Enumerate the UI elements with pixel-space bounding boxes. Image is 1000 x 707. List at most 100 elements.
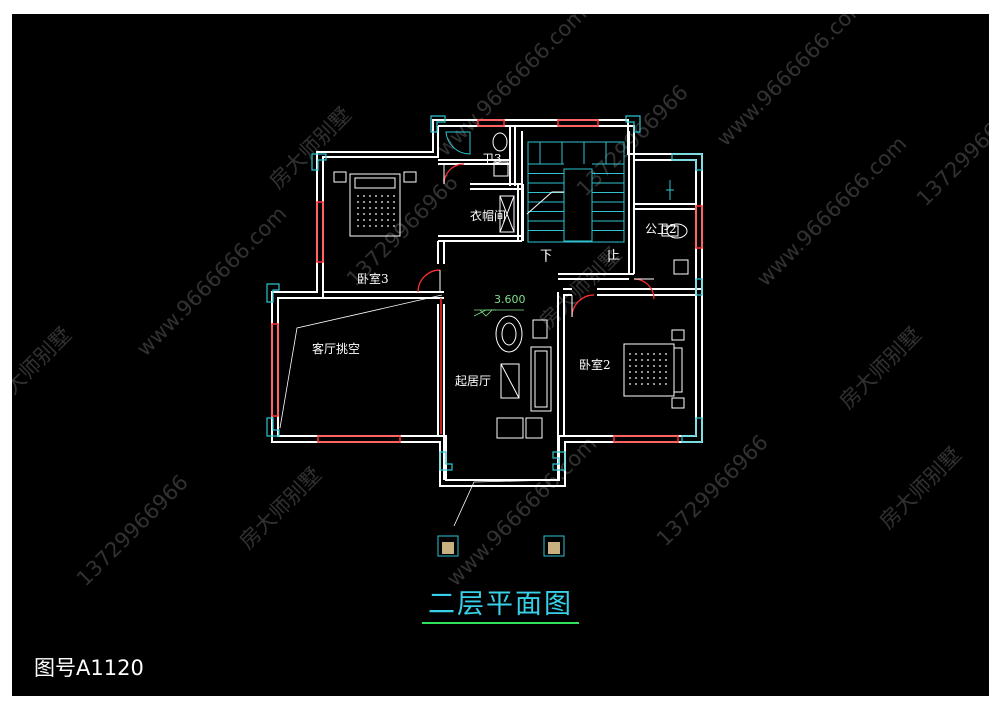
stair-label-down: 下 [540,248,553,262]
bed-pattern-dot [635,365,637,367]
column [552,451,566,471]
bed-pattern-dot [357,213,359,215]
bed-pattern-dot [357,207,359,209]
bed-pattern-dot [647,377,649,379]
shower [445,131,471,155]
toilet [666,223,688,239]
bed-pattern-dot [363,201,365,203]
bed-pattern-dot [653,383,655,385]
column [311,153,327,171]
bed-pattern-dot [375,219,377,221]
windows [271,119,703,443]
bed-pattern-dot [635,377,637,379]
stair-label-up: 上 [608,248,621,262]
column [671,153,703,171]
door-swing [443,163,465,185]
column [625,115,641,133]
bed-pattern-dot [635,371,637,373]
bed-pattern-dot [393,207,395,209]
annotation-lines [279,294,558,527]
bed-pattern-dot [653,359,655,361]
bed-pattern-dot [659,383,661,385]
bed-pattern-dot [647,353,649,355]
bed-pattern-dot [369,201,371,203]
bed-pattern-dot [653,353,655,355]
bed-pattern-dot [659,359,661,361]
bed-pattern-dot [387,219,389,221]
bed-pattern-dot [629,353,631,355]
bed-pattern-dot [647,359,649,361]
bed-pattern-dot [641,359,643,361]
column [681,417,703,443]
shower-head [666,180,674,200]
toilet [492,132,508,152]
bed-pattern-dot [375,207,377,209]
dining-table [495,315,523,353]
bed-pattern-dot [369,213,371,215]
bed-pattern-dot [665,359,667,361]
bed-pattern-dot [381,207,383,209]
bed-pattern-dot [659,371,661,373]
room-label-bedroom3: 卧室3 [357,272,389,286]
bed-pattern-dot [369,225,371,227]
window [477,119,505,127]
bed-pattern-dot [629,383,631,385]
bed-pattern-dot [375,201,377,203]
bed-pattern-dot [629,371,631,373]
sink [673,259,689,275]
column [266,417,280,437]
bed-pattern-dot [387,225,389,227]
bed-pattern-dot [635,383,637,385]
window [316,201,324,263]
bed-pattern-dot [635,359,637,361]
window [271,323,279,417]
bed-pattern-dot [665,353,667,355]
bed-pattern-dot [653,365,655,367]
bed-pattern-dot [665,383,667,385]
sofa [530,346,552,412]
side-table [525,417,543,439]
bed-pattern-dot [375,195,377,197]
bed-pattern-dot [357,219,359,221]
staircase [526,141,625,243]
bed-pattern-dot [387,195,389,197]
room-label-bath3: 卫3 [482,152,502,166]
bed-pattern-dot [393,225,395,227]
bed-pattern-dot [387,207,389,209]
column [430,115,446,133]
bed-pattern-dot [357,195,359,197]
window [557,119,599,127]
floor-plan [266,115,703,557]
bed-pattern-dot [357,201,359,203]
bed-pattern-dot [381,201,383,203]
bed-pattern-dot [387,201,389,203]
furniture [333,131,689,557]
bed-pattern-dot [369,207,371,209]
bed-pattern-dot [647,365,649,367]
room-label-living-void: 客厅挑空 [312,342,361,356]
bed-pattern-dot [665,371,667,373]
bed-pattern-dot [381,225,383,227]
nightstand [671,397,685,409]
sink [493,161,509,177]
bed-pattern-dot [387,213,389,215]
drawing-title: 二层平面图 [422,582,579,624]
bed-pattern-dot [641,365,643,367]
bed-pattern-dot [653,371,655,373]
nightstand [403,171,417,183]
coffee-table [500,363,520,399]
bed-pattern-dot [393,201,395,203]
stair-arrows [545,250,610,262]
bed-pattern-dot [659,377,661,379]
bed-pattern-dot [375,225,377,227]
columns [266,115,703,471]
bed-pattern-dot [629,365,631,367]
planter [437,535,459,557]
bed-pattern-dot [363,213,365,215]
bed-pattern-dot [357,225,359,227]
bed-pattern-dot [393,219,395,221]
bed-pattern-dot [659,353,661,355]
room-label-public-bath2: 公卫2 [645,222,677,236]
bed-pattern-dot [641,383,643,385]
